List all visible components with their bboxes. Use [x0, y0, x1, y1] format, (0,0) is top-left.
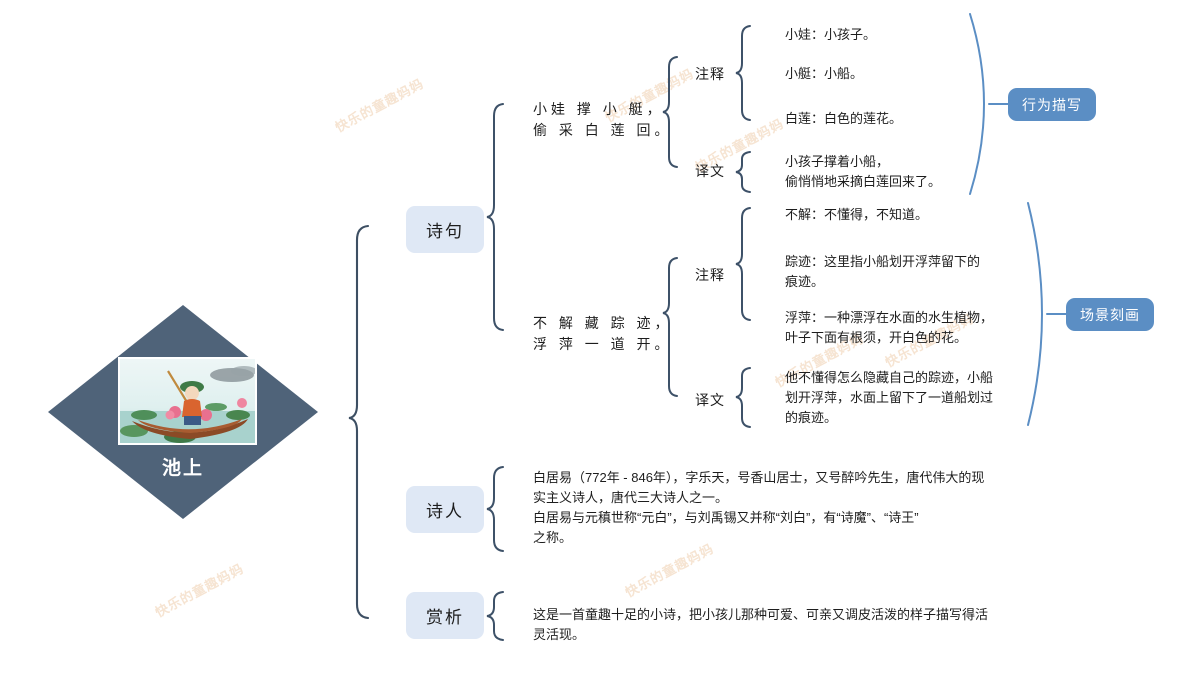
appreciation-brace [486, 591, 504, 641]
boat-lotus-illustration-icon [120, 359, 255, 443]
couplet2-translation-brace [735, 367, 751, 428]
center-title: 池上 [161, 458, 204, 479]
note-item: 小艇：小船。 [785, 66, 864, 81]
couplet-text-1: 小娃 撑 小 艇， 偷 采 白 莲 回。 [533, 101, 673, 138]
couplet2-notes-brace [735, 207, 751, 321]
center-node[interactable]: 池上 [48, 305, 318, 519]
poem-brace [486, 103, 504, 331]
branch-poem-lines[interactable]: 诗句 [406, 206, 484, 253]
poet-brace [486, 466, 504, 552]
tag1-arc [969, 13, 985, 195]
translation-label-2: 译文 [695, 392, 725, 408]
note-item: 踪迹：这里指小船划开浮萍留下的 痕迹。 [785, 254, 981, 289]
note-item: 不解：不懂得，不知道。 [785, 207, 929, 222]
branch-label: 诗人 [426, 502, 464, 521]
note-item: 白莲：白色的莲花。 [785, 111, 903, 126]
branch-appreciation[interactable]: 赏析 [406, 592, 484, 639]
branch-label: 赏析 [426, 608, 464, 627]
main-brace [348, 224, 370, 620]
notes-label-1: 注释 [695, 66, 725, 82]
translation-text-2: 他不懂得怎么隐藏自己的踪迹，小船 划开浮萍，水面上留下了一道船划过 的痕迹。 [785, 370, 994, 425]
branch-label: 诗句 [426, 222, 464, 241]
branch-poet[interactable]: 诗人 [406, 486, 484, 533]
couplet1-notes-brace [735, 25, 751, 121]
tag-behavior-description[interactable]: 行为描写 [1008, 88, 1096, 121]
couplet-text-2: 不 解 藏 踪 迹， 浮 萍 一 道 开。 [533, 315, 673, 352]
note-item: 小娃：小孩子。 [785, 27, 877, 42]
couplet1-translation-brace [735, 151, 751, 193]
tag-label: 场景刻画 [1080, 306, 1140, 323]
poem-illustration [118, 357, 257, 445]
notes-label-2: 注释 [695, 267, 725, 283]
poet-body-text: 白居易（772年 - 846年），字乐天，号香山居士，又号醉吟先生，唐代伟大的现… [533, 470, 985, 545]
tag-label: 行为描写 [1022, 96, 1082, 113]
watermark-text: 快乐的童趣妈妈 [152, 560, 247, 621]
tag-scene-depiction[interactable]: 场景刻画 [1066, 298, 1154, 331]
translation-text-1: 小孩子撑着小船， 偷悄悄地采摘白莲回来了。 [785, 154, 942, 189]
tag2-arc [1027, 202, 1043, 426]
watermark-text: 快乐的童趣妈妈 [332, 75, 427, 136]
note-item: 浮萍：一种漂浮在水面的水生植物， 叶子下面有根须，开白色的花。 [785, 310, 994, 345]
translation-label-1: 译文 [695, 163, 725, 179]
appreciation-body-text: 这是一首童趣十足的小诗，把小孩儿那种可爱、可亲又调皮活泼的样子描写得活 灵活现。 [533, 607, 989, 642]
